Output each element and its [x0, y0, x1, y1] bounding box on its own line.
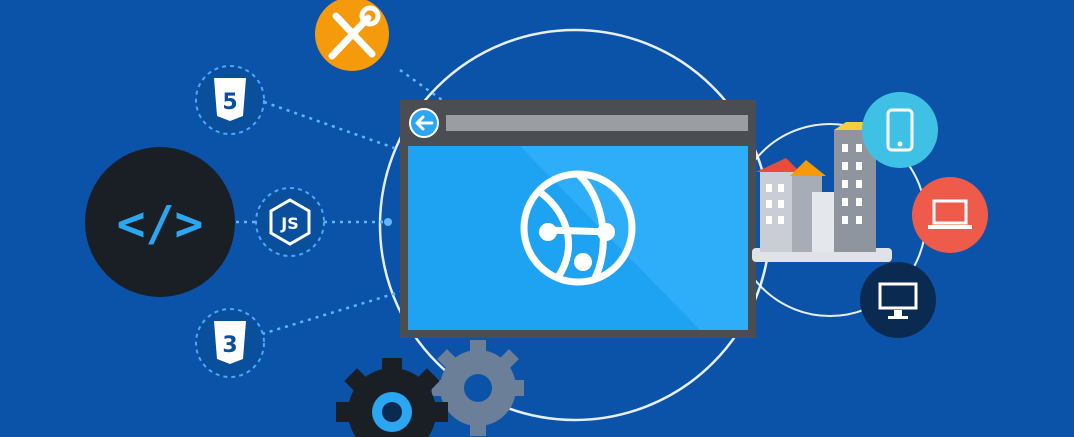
- smartphone-icon: [862, 92, 938, 168]
- gear-icon: [336, 340, 524, 437]
- tools-icon: [315, 0, 389, 71]
- browser-window: [400, 100, 756, 338]
- nodejs-label: JS: [280, 214, 298, 233]
- css3-label: 3: [222, 333, 237, 358]
- desktop-icon: [860, 262, 936, 338]
- buildings-icon: [752, 122, 892, 262]
- nodejs-icon: JS: [255, 187, 325, 257]
- code-icon: </>: [85, 147, 235, 297]
- css3-icon: 3: [195, 308, 265, 378]
- html5-label: 5: [222, 90, 237, 115]
- code-label: </>: [117, 196, 204, 252]
- connector-dot: [384, 218, 392, 226]
- html5-icon: 5: [195, 65, 265, 135]
- laptop-icon: [912, 177, 988, 253]
- address-bar: [446, 115, 748, 131]
- back-arrow-icon: [409, 108, 439, 138]
- globe-network-icon: [520, 170, 636, 286]
